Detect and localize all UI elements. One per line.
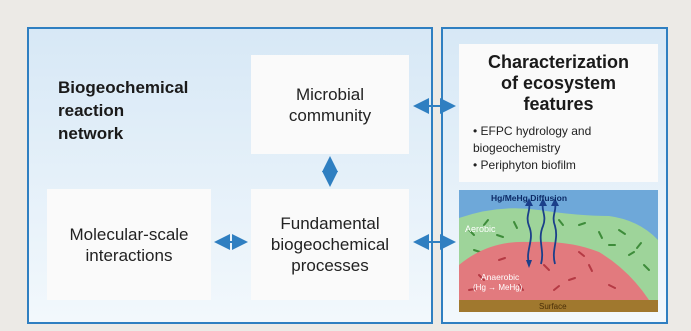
aerobic-microbes [466,219,650,271]
char-title-line: features [523,94,594,114]
characterization-bullet: EFPC hydrology and biogeochemistry [473,123,643,157]
microbial-line: Microbial [295,84,365,104]
anaerobic-label: Anaerobic [481,272,520,282]
char-title-line: of ecosystem [500,73,617,93]
fundamental-processes-box: Fundamental biogeochemical processes [251,189,409,300]
anaerobic-zone [459,241,649,300]
diffusion-arrows [526,203,558,265]
characterization-title: Characterization of ecosystem features [459,52,658,115]
molecular-line: Molecular-scale [69,224,189,244]
characterization-bullet: Periphyton biofilm [473,157,658,174]
fundamental-line: processes [291,256,369,275]
aerobic-label: Aerobic [465,224,496,234]
microbial-community-box: Microbial community [251,55,409,154]
network-title: Biogeochemical reaction network [58,76,218,145]
microbial-line: community [288,105,372,125]
characterization-list: EFPC hydrology and biogeochemistry Perip… [473,123,658,174]
network-title-line: network [58,124,124,143]
diffusion-arrowheads [525,198,559,268]
fundamental-line: Fundamental [280,214,380,233]
anaerobic-microbes [468,251,616,291]
reaction-label: (Hg → MeHg) [473,283,523,292]
fundamental-line: biogeochemical [270,235,390,254]
molecular-line: interactions [85,245,173,265]
surface-label: Surface [539,302,567,311]
network-title-line: Biogeochemical [58,78,189,97]
diffusion-label: Hg/MeHg Diffusion [491,193,567,203]
ecosystem-illustration: Hg/MeHg Diffusion Aerobic Anaerobic (Hg … [459,190,658,312]
surface-layer [459,300,658,312]
molecular-interactions-box: Molecular-scale interactions [47,189,211,300]
characterization-box: Characterization of ecosystem features E… [459,44,658,182]
network-title-line: reaction [58,101,125,120]
char-title-line: Characterization [487,52,630,72]
